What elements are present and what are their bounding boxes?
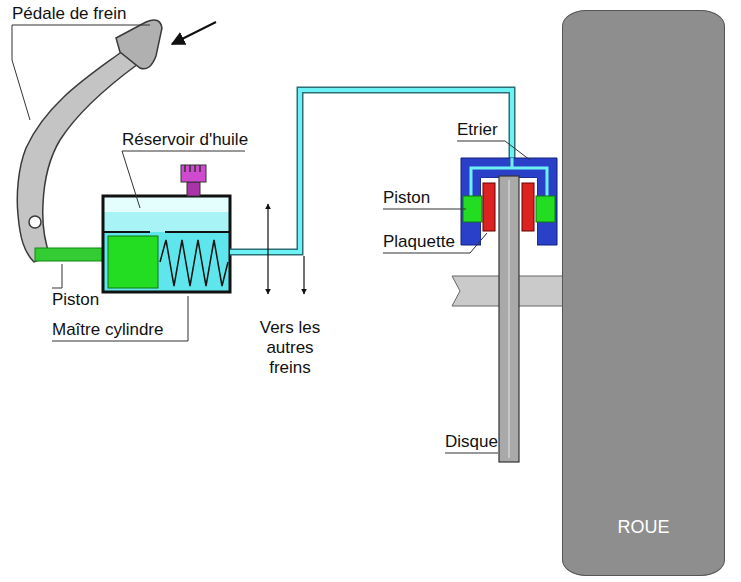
reservoir-air	[103, 196, 230, 232]
filler-cap	[181, 165, 206, 182]
part-label: Maître cylindre	[52, 320, 163, 340]
part-label: Piston	[383, 188, 430, 208]
part-label: Vers les autres freins	[244, 318, 336, 378]
part-label: Piston	[52, 290, 99, 310]
part-label: Plaquette	[383, 232, 455, 252]
leader-line	[12, 25, 150, 120]
pedal-pad	[116, 20, 162, 69]
leader-line	[457, 141, 530, 160]
leader-line	[383, 233, 487, 253]
wheel-shape: ROUE	[562, 10, 725, 576]
cylinder-wall	[165, 231, 230, 233]
part-label: Pédale de frein	[12, 4, 126, 24]
leader-line	[445, 453, 498, 454]
push-rod	[35, 248, 109, 261]
node-title: ROUE	[563, 516, 724, 538]
part-label: Réservoir d'huile	[122, 130, 248, 150]
cap-grip	[185, 165, 200, 172]
brake-pad	[483, 183, 495, 231]
cylinder-oil	[103, 232, 230, 292]
disc-edge	[509, 180, 510, 458]
return-spring	[160, 240, 228, 286]
leader-line	[52, 264, 62, 288]
master-cylinder-body	[103, 196, 230, 292]
part-label: Disque	[445, 432, 498, 452]
brake-pad	[522, 183, 534, 231]
leader-line	[383, 209, 466, 210]
part-label: Etrier	[457, 120, 498, 140]
branch-line	[267, 204, 268, 294]
master-piston	[108, 236, 158, 288]
brake-disc	[499, 176, 519, 462]
leader-line	[122, 151, 245, 208]
cylinder-wall	[103, 231, 150, 233]
filler-neck	[187, 182, 200, 196]
force-arrow	[172, 22, 216, 44]
branch-line	[303, 256, 304, 294]
reservoir-oil	[103, 212, 230, 232]
pedal-pivot	[29, 216, 41, 228]
caliper-piston	[536, 196, 555, 222]
